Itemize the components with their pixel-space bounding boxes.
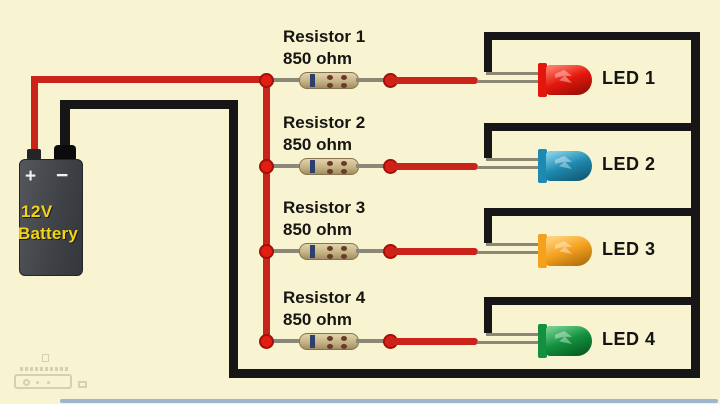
positive-wire-top-run: [31, 76, 271, 83]
led-flange: [538, 63, 547, 97]
led-label: LED 4: [602, 329, 656, 349]
resistor-icon: [299, 158, 359, 175]
battery-voltage-label: 12V: [21, 202, 53, 221]
led-cathode-lead: [486, 333, 539, 336]
resistor-lead-right: [356, 339, 390, 343]
led-anode-lead: [477, 341, 539, 344]
negative-wire-battery-riser: [60, 100, 70, 152]
led-anode-lead: [477, 251, 539, 254]
resistor-band: [310, 245, 315, 258]
resistor-name: Resistor 1: [283, 27, 366, 46]
led3-return-hook-drop: [484, 208, 492, 243]
battery-negative-terminal: [54, 145, 76, 160]
resistor-label: Resistor 4 850 ohm: [283, 287, 413, 331]
negative-wire-top-run: [60, 100, 238, 109]
positive-wire-battery-riser: [31, 76, 38, 158]
watermark-text-blur: [20, 367, 70, 371]
resistor-value: 850 ohm: [283, 135, 352, 154]
resistor-lead-left: [266, 339, 302, 343]
led-icon: [546, 326, 592, 356]
resistor-band: [310, 74, 315, 87]
positive-wire-segment: [388, 77, 478, 84]
led-anode-lead: [477, 80, 539, 83]
led2-return-hook-drop: [484, 123, 492, 158]
negative-bus-right-vertical: [691, 32, 700, 378]
resistor-lead-left: [266, 78, 302, 82]
led-highlight: [555, 331, 572, 344]
battery-plus-sign: +: [25, 166, 37, 187]
resistor-label: Resistor 1 850 ohm: [283, 26, 413, 70]
negative-bus-bottom: [229, 369, 700, 378]
junction-dot: [259, 73, 274, 88]
resistor-icon: [299, 333, 359, 350]
led-highlight: [555, 70, 572, 83]
watermark-circles: [23, 379, 30, 386]
led3-return-hook-horizontal: [484, 208, 700, 216]
positive-wire-segment: [388, 248, 478, 255]
led-label: LED 2: [602, 154, 656, 174]
led4-return-hook-drop: [484, 297, 492, 333]
led1-return-hook-drop: [484, 32, 492, 72]
led-cathode-lead: [486, 158, 539, 161]
led-icon: [546, 151, 592, 181]
resistor-value: 850 ohm: [283, 220, 352, 239]
negative-bus-left-vertical: [229, 100, 238, 378]
battery-minus-sign: −: [56, 164, 69, 187]
watermark-mark: [42, 354, 49, 362]
resistor-band: [310, 160, 315, 173]
led-flange: [538, 324, 547, 358]
resistor-lead-right: [356, 164, 390, 168]
resistor-band: [310, 335, 315, 348]
resistor-value: 850 ohm: [283, 49, 352, 68]
bottom-border-line: [60, 399, 718, 403]
resistor-band: [341, 336, 347, 341]
resistor-band: [341, 161, 347, 166]
battery-positive-terminal: [27, 149, 41, 160]
led-highlight: [555, 241, 572, 254]
resistor-lead-left: [266, 249, 302, 253]
led1-return-hook-horizontal: [484, 32, 700, 40]
junction-dot: [259, 159, 274, 174]
led-flange: [538, 234, 547, 268]
resistor-name: Resistor 4: [283, 288, 366, 307]
led-label: LED 3: [602, 239, 656, 259]
resistor-icon: [299, 72, 359, 89]
watermark-logo: [12, 354, 92, 396]
resistor-lead-left: [266, 164, 302, 168]
resistor-icon: [299, 243, 359, 260]
led-cathode-lead: [486, 243, 539, 246]
positive-bus-vertical: [263, 76, 270, 345]
watermark-tail: [78, 381, 87, 388]
led2-return-hook-horizontal: [484, 123, 700, 131]
led-anode-lead: [477, 166, 539, 169]
led4-return-hook-horizontal: [484, 297, 700, 305]
resistor-band: [327, 161, 333, 166]
led-highlight: [555, 156, 572, 169]
led-flange: [538, 149, 547, 183]
resistor-band: [327, 75, 333, 80]
resistor-value: 850 ohm: [283, 310, 352, 329]
resistor-lead-right: [356, 78, 390, 82]
led-label: LED 1: [602, 68, 656, 88]
battery-name-label: Battery: [18, 224, 78, 243]
battery-body: [19, 159, 83, 276]
resistor-label: Resistor 3 850 ohm: [283, 197, 413, 241]
junction-dot: [259, 334, 274, 349]
led-icon: [546, 236, 592, 266]
resistor-name: Resistor 2: [283, 113, 366, 132]
resistor-band: [327, 246, 333, 251]
positive-wire-segment: [388, 163, 478, 170]
watermark-box: [14, 374, 72, 389]
led-cathode-lead: [486, 72, 539, 75]
positive-wire-segment: [388, 338, 478, 345]
junction-dot: [259, 244, 274, 259]
resistor-band: [327, 336, 333, 341]
resistor-lead-right: [356, 249, 390, 253]
led-icon: [546, 65, 592, 95]
resistor-name: Resistor 3: [283, 198, 366, 217]
resistor-band: [341, 75, 347, 80]
resistor-label: Resistor 2 850 ohm: [283, 112, 413, 156]
resistor-band: [341, 246, 347, 251]
